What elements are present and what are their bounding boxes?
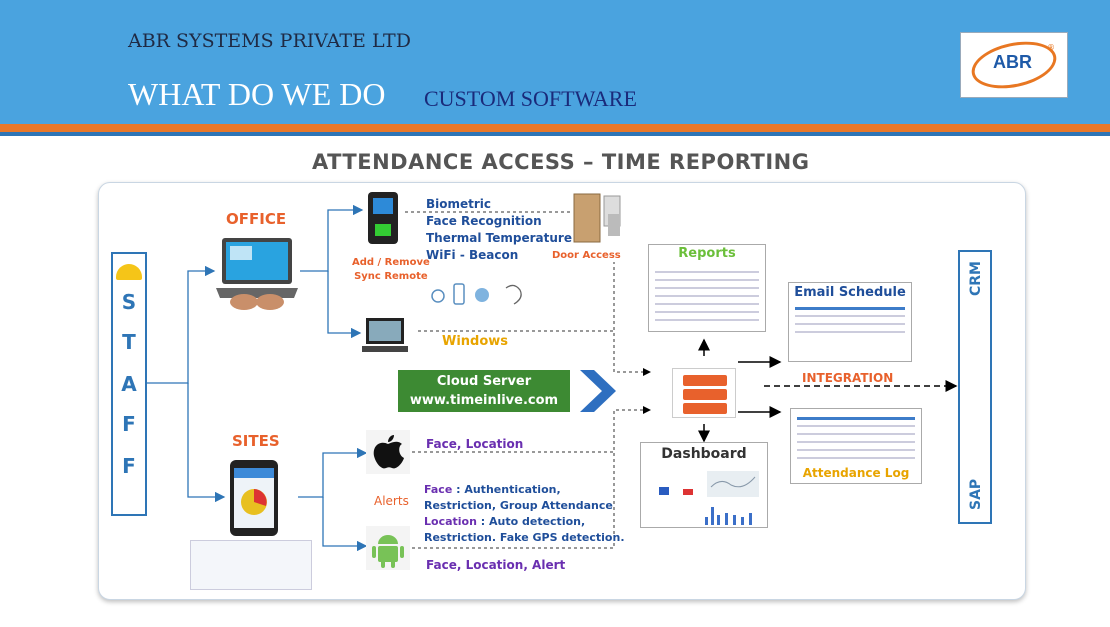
door-access-label: Door Access [552, 250, 621, 261]
email-schedule-label: Email Schedule [794, 285, 906, 300]
site-features: Face : Authentication, Restriction, Grou… [424, 482, 625, 546]
dashboard-label: Dashboard [661, 446, 747, 462]
dashboard-card: Dashboard [640, 442, 768, 528]
crm-label: CRM [968, 261, 984, 296]
header-banner [0, 0, 1110, 124]
dashboard-charts-icon [659, 471, 759, 525]
face-prefix: Face [424, 483, 453, 496]
integration-targets-box: CRM SAP [958, 250, 992, 524]
company-name: ABR SYSTEMS PRIVATE LTD [128, 30, 411, 52]
server-rack-2 [683, 389, 727, 400]
staff-letter-t: T [122, 330, 136, 354]
location-prefix: Location [424, 515, 477, 528]
apple-icon [366, 430, 410, 474]
notification-card [190, 540, 312, 590]
server-rack-1 [683, 375, 727, 386]
staff-letter-s: S [121, 290, 137, 314]
cloud-server-url: www.timeinlive.com [409, 393, 559, 408]
face-text: : Authentication, [452, 483, 561, 496]
sap-label: SAP [968, 478, 984, 510]
feature-face-recognition: Face Recognition [426, 214, 542, 228]
windows-laptop-icon [362, 318, 408, 352]
windows-label: Windows [442, 334, 509, 349]
reports-label: Reports [678, 246, 736, 261]
attendance-log-card: Attendance Log [790, 408, 922, 484]
biometric-device-icon [368, 192, 398, 244]
slide-heading: WHAT DO WE DO [128, 76, 386, 112]
attendance-log-label: Attendance Log [802, 466, 910, 480]
staff-letter-f2: F [122, 454, 136, 478]
laptop-icon [216, 238, 298, 310]
android-icon [366, 526, 410, 570]
server-rack-3 [683, 403, 727, 414]
chevron-right-icon [580, 370, 616, 412]
cloud-server-label: Cloud Server [436, 374, 532, 389]
restriction-text: Restriction, Group Attendance [424, 499, 613, 512]
staff-letter-a: A [121, 372, 137, 396]
diagram-title: ATTENDANCE ACCESS – TIME REPORTING [312, 150, 810, 174]
integration-label: INTEGRATION [802, 371, 894, 385]
server-icon [672, 368, 736, 418]
staff-box: S T A F F [111, 252, 147, 516]
abr-logo: ABR ® [960, 32, 1068, 98]
door-access-icon [573, 193, 621, 243]
logo-registered-mark: ® [1047, 43, 1055, 52]
cloud-server-box: Cloud Server www.timeinlive.com [398, 370, 570, 412]
fake-gps-text: Restriction. Fake GPS detection. [424, 531, 625, 544]
logo-text: ABR [993, 52, 1032, 72]
android-features: Face, Location, Alert [426, 558, 566, 572]
biometric-features: Biometric Face Recognition Thermal Tempe… [426, 196, 572, 264]
reports-card: Reports [648, 244, 766, 332]
smartphone-icon [230, 460, 278, 536]
feature-thermal: Thermal Temperature [426, 231, 572, 245]
header-blue-stripe [0, 132, 1110, 136]
hard-hat-icon [116, 264, 142, 280]
sync-remote-label: Sync Remote [354, 271, 428, 282]
staff-letter-f1: F [122, 412, 136, 436]
header-orange-stripe [0, 124, 1110, 132]
email-schedule-card: Email Schedule [788, 282, 912, 362]
add-remove-label: Add / Remove [352, 257, 430, 268]
location-text: : Auto detection, [476, 515, 586, 528]
slide-subheading: CUSTOM SOFTWARE [424, 86, 637, 111]
feature-biometric: Biometric [426, 197, 492, 211]
sync-label: Add / Remove Sync Remote [352, 256, 430, 284]
office-label: OFFICE [226, 210, 287, 228]
feature-wifi-beacon: WiFi - Beacon [426, 248, 519, 262]
sites-label: SITES [232, 432, 280, 450]
sensor-icons [431, 283, 522, 305]
alerts-label: Alerts [374, 494, 409, 508]
apple-features: Face, Location [426, 437, 524, 451]
